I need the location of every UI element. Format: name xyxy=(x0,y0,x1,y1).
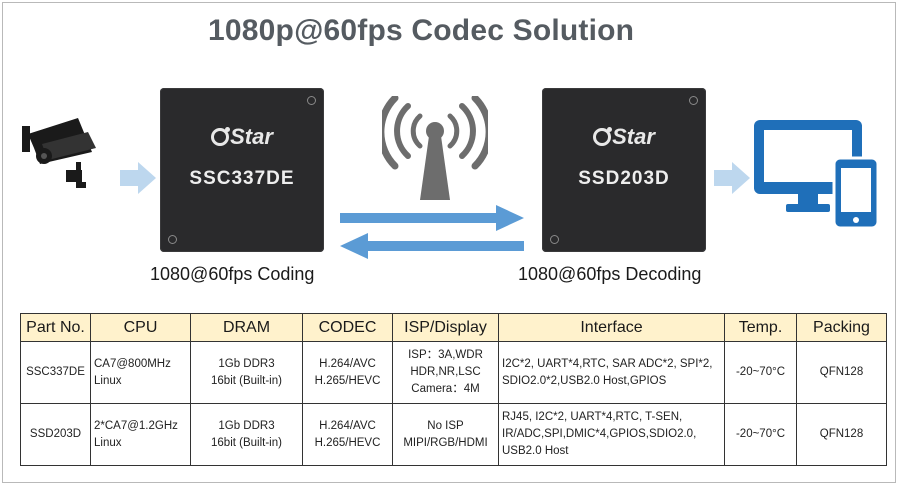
output-arrow xyxy=(714,162,750,194)
wireless-antenna-icon xyxy=(382,96,488,200)
header-codec: CODEC xyxy=(302,313,393,342)
chip-ssd203d: Star SSD203D xyxy=(542,88,706,252)
cell-isp-display: ISP：3A,WDR HDR,NR,LSC Camera：4M xyxy=(392,341,499,404)
cctv-camera-icon xyxy=(22,118,96,188)
table-row: SSD203D 2*CA7@1.2GHz Linux 1Gb DDR3 16bi… xyxy=(20,403,887,466)
header-part-no: Part No. xyxy=(20,313,91,342)
header-isp-display: ISP/Display xyxy=(392,313,499,342)
cell-temp: -20~70°C xyxy=(724,341,797,404)
cell-packing: QFN128 xyxy=(796,341,887,404)
cell-cpu: CA7@800MHz Linux xyxy=(90,341,191,404)
pin1-marker xyxy=(307,96,316,105)
cell-packing: QFN128 xyxy=(796,403,887,466)
header-dram: DRAM xyxy=(190,313,303,342)
cell-part-no: SSC337DE xyxy=(20,341,91,404)
cell-dram: 1Gb DDR3 16bit (Built-in) xyxy=(190,403,303,466)
coding-caption: 1080@60fps Coding xyxy=(150,264,315,284)
chip-brand-logo: Star xyxy=(160,124,324,150)
spec-table: Part No. CPU DRAM CODEC ISP/Display Inte… xyxy=(20,313,887,466)
chip-ssc337de: Star SSC337DE xyxy=(160,88,324,252)
cell-cpu: 2*CA7@1.2GHz Linux xyxy=(90,403,191,466)
pin-marker xyxy=(168,235,177,244)
chip-model-label: SSC337DE xyxy=(189,168,295,189)
cell-codec: H.264/AVC H.265/HEVC xyxy=(302,403,393,466)
cell-interface: RJ45, I2C*2, UART*4,RTC, T-SEN, IR/ADC,S… xyxy=(498,403,725,466)
header-temp: Temp. xyxy=(724,313,797,342)
decoding-caption: 1080@60fps Decoding xyxy=(518,264,702,284)
header-packing: Packing xyxy=(796,313,887,342)
cell-isp-display: No ISP MIPI/RGB/HDMI xyxy=(392,403,499,466)
diagram-title: 1080p@60fps Codec Solution xyxy=(208,14,635,47)
chip-model-label: SSD203D xyxy=(578,168,670,189)
cell-dram: 1Gb DDR3 16bit (Built-in) xyxy=(190,341,303,404)
input-arrow xyxy=(120,162,156,194)
header-interface: Interface xyxy=(498,313,725,342)
cell-temp: -20~70°C xyxy=(724,403,797,466)
transmit-arrow-right xyxy=(340,205,524,231)
cell-part-no: SSD203D xyxy=(20,403,91,466)
pin-marker xyxy=(550,235,559,244)
cell-codec: H.264/AVC H.265/HEVC xyxy=(302,341,393,404)
cell-interface: I2C*2, UART*4,RTC, SAR ADC*2, SPI*2, SDI… xyxy=(498,341,725,404)
table-row: SSC337DE CA7@800MHz Linux 1Gb DDR3 16bit… xyxy=(20,341,887,404)
pin1-marker xyxy=(689,96,698,105)
header-cpu: CPU xyxy=(90,313,191,342)
return-arrow-left xyxy=(340,233,524,259)
table-header-row: Part No. CPU DRAM CODEC ISP/Display Inte… xyxy=(20,313,887,342)
chip-brand-logo: Star xyxy=(542,124,706,150)
monitor-and-phone-icon xyxy=(754,120,880,230)
